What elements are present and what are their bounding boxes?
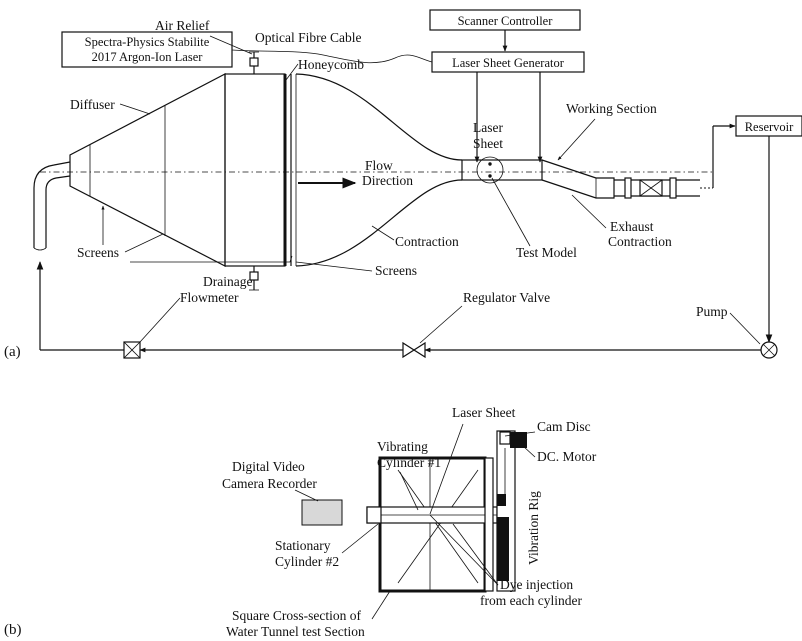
digital-video-camera (301, 499, 343, 526)
drainage-valve (249, 266, 259, 291)
reservoir-box: Reservoir (735, 115, 802, 137)
exhaust-contraction-leader (571, 194, 607, 229)
vibrating-cylinder-line-2: Cylinder #1 (377, 455, 441, 470)
test-model-cylinder-lower (488, 174, 492, 178)
exhaust-contraction (541, 159, 615, 199)
stationary-cylinder-line-2: Cylinder #2 (275, 554, 339, 569)
screens-left-leader-b (130, 255, 293, 263)
working-section (461, 156, 543, 184)
optical-fibre-cable (231, 49, 433, 64)
regulator-valve-leader (419, 305, 463, 344)
working-section-label: Working Section (566, 101, 657, 116)
screens-right-leader (295, 261, 373, 272)
scanner-controller-box: Scanner Controller (429, 9, 581, 31)
screens-left-leader-a (124, 233, 164, 253)
regulator-valve-label: Regulator Valve (463, 290, 550, 305)
contraction-label: Contraction (395, 234, 459, 249)
reservoir-label: Reservoir (745, 120, 794, 134)
regulator-valve (402, 341, 426, 359)
test-model-circle (476, 156, 504, 184)
scanner-controller-label: Scanner Controller (458, 14, 554, 28)
square-section-line-2: Water Tunnel test Section (226, 624, 365, 639)
outlet-pipe (614, 177, 700, 199)
vibrating-cylinder-leader (399, 471, 419, 511)
pump (760, 341, 778, 359)
laser-sheet-b-label: Laser Sheet (452, 405, 516, 420)
dc-motor (510, 432, 527, 448)
dye-injection-line-2: from each cylinder (480, 593, 582, 608)
flow-direction-line-2: Direction (362, 173, 413, 188)
stationary-cylinder-line-1: Stationary (275, 538, 331, 553)
panel-a: Spectra-Physics Stabilite 2017 Argon-Ion… (4, 9, 802, 360)
screens-left-label: Screens (77, 245, 119, 260)
laser-box-line-2: 2017 Argon-Ion Laser (92, 50, 204, 64)
exhaust-contraction-line-2: Contraction (608, 234, 672, 249)
section-hatch-2 (397, 469, 479, 584)
panel-b-tag: (b) (4, 622, 22, 638)
cylinder-end-cap (366, 506, 382, 524)
settling-chamber (224, 73, 297, 267)
laser-sheet-generator-box: Laser Sheet Generator (431, 51, 585, 73)
argon-ion-laser-box: Spectra-Physics Stabilite 2017 Argon-Ion… (61, 31, 233, 68)
vibration-rig (484, 430, 527, 592)
inlet-bend-pipe (33, 161, 71, 248)
laser-sheet-label-line-1: Laser (473, 120, 503, 135)
panel-b: Laser Sheet Cam Disc Vibrating Cylinder … (4, 405, 597, 639)
optical-fibre-cable-label: Optical Fibre Cable (255, 30, 361, 45)
stationary-cylinder-leader (341, 523, 379, 554)
contraction-leader (371, 225, 395, 241)
pump-label: Pump (696, 304, 728, 319)
diffuser-label: Diffuser (70, 97, 115, 112)
exhaust-contraction-line-1: Exhaust (610, 219, 654, 234)
flowmeter-label: Flowmeter (180, 290, 239, 305)
cam-disc (499, 431, 511, 445)
digital-video-line-1: Digital Video (232, 459, 305, 474)
vibrating-cylinder-line-1: Vibrating (377, 439, 428, 454)
dc-motor-label: DC. Motor (537, 449, 597, 464)
laser-sheet-label-line-2: Sheet (473, 136, 503, 151)
laser-sheet-b-leader (429, 423, 464, 515)
laser-box-line-1: Spectra-Physics Stabilite (85, 35, 210, 49)
dye-injection-leader-a (429, 514, 499, 586)
contraction (295, 73, 463, 267)
cam-disc-label: Cam Disc (537, 419, 591, 434)
digital-video-line-2: Camera Recorder (222, 476, 317, 491)
diffuser-leader (119, 103, 151, 115)
vibration-rig-label: Vibration Rig (526, 491, 541, 565)
test-model-leader (491, 177, 531, 247)
flowmeter-leader (139, 297, 181, 343)
square-section-leader (371, 590, 391, 620)
air-relief-valve (249, 51, 259, 74)
dye-injection-leader-b (452, 523, 499, 586)
air-relief-label: Air Relief (155, 18, 210, 33)
test-model-label: Test Model (516, 245, 577, 260)
pump-leader (729, 312, 761, 345)
cam-disc-leader (504, 431, 536, 437)
working-section-leader (557, 118, 596, 161)
panel-a-tag: (a) (4, 344, 21, 360)
air-relief-leader (209, 35, 253, 55)
screens-right-label: Screens (375, 263, 417, 278)
drainage-label: Drainage (203, 274, 252, 289)
flow-direction-line-1: Flow (365, 158, 393, 173)
digital-video-leader (294, 489, 319, 502)
dye-injection-line-1: Dye injection (500, 577, 573, 592)
inlet-pipe-end (33, 247, 47, 251)
laser-sheet-generator-label: Laser Sheet Generator (452, 56, 565, 70)
square-section-line-1: Square Cross-section of (232, 608, 361, 623)
honeycomb-leader (285, 63, 299, 81)
flowmeter (123, 341, 141, 359)
test-model-cylinder-upper (488, 162, 492, 166)
honeycomb-label: Honeycomb (298, 57, 364, 72)
dc-motor-leader (522, 445, 536, 458)
